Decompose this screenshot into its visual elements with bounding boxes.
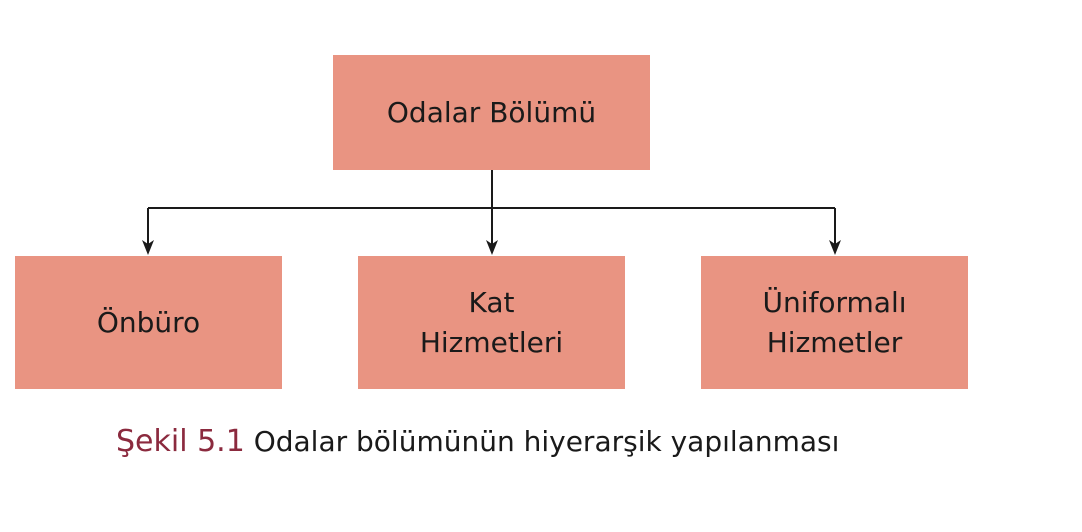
arrowhead-icon bbox=[829, 240, 841, 255]
arrowhead-icon bbox=[486, 240, 498, 255]
node-label: Üniformalı bbox=[762, 285, 907, 319]
node-label: Hizmetler bbox=[766, 325, 903, 359]
node-label: Önbüro bbox=[96, 305, 201, 339]
arrowhead-icon bbox=[142, 240, 154, 255]
root-node: Odalar Bölümü bbox=[333, 55, 650, 170]
figure-caption: Şekil 5.1 Odalar bölümünün hiyerarşik ya… bbox=[116, 424, 839, 459]
caption-text: Odalar bölümünün hiyerarşik yapılanması bbox=[253, 425, 840, 458]
child-node-onburo: Önbüro bbox=[15, 256, 282, 389]
node-label: Hizmetleri bbox=[419, 325, 564, 359]
root-label: Odalar Bölümü bbox=[386, 95, 597, 129]
caption-label: Şekil 5.1 bbox=[116, 424, 245, 459]
node-label: Kat bbox=[468, 285, 515, 319]
